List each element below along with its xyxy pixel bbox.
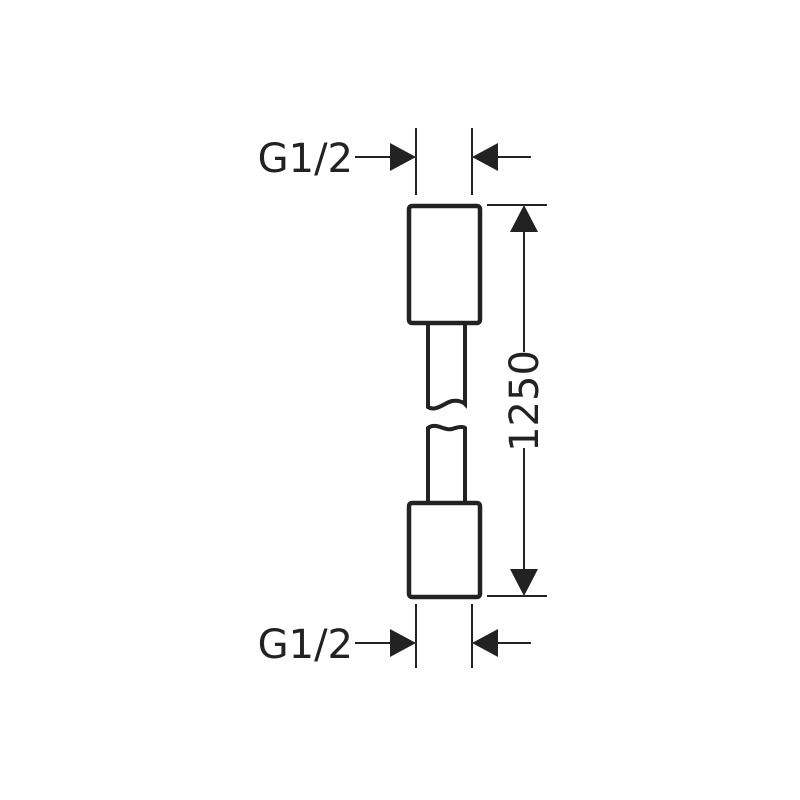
- bottom-thread-label: G1/2: [258, 622, 353, 668]
- top-fitting: [406, 203, 483, 326]
- top-arrowhead-right: [472, 143, 498, 171]
- bottom-thread-dimension: [355, 604, 531, 668]
- length-arrowhead-bottom: [510, 569, 538, 596]
- bottom-fitting: [406, 500, 483, 600]
- top-thread-label: G1/2: [258, 136, 353, 182]
- top-arrowhead-left: [390, 143, 416, 171]
- hose-upper-segment: [426, 323, 467, 411]
- top-thread-dimension: [355, 128, 531, 195]
- length-label: 1250: [502, 350, 548, 452]
- hose-lower-segment: [426, 423, 467, 503]
- length-arrowhead-top: [510, 205, 538, 232]
- hose-body: [406, 203, 483, 600]
- bottom-arrowhead-left: [390, 629, 416, 657]
- bottom-arrowhead-right: [472, 629, 498, 657]
- length-dimension: [487, 204, 547, 597]
